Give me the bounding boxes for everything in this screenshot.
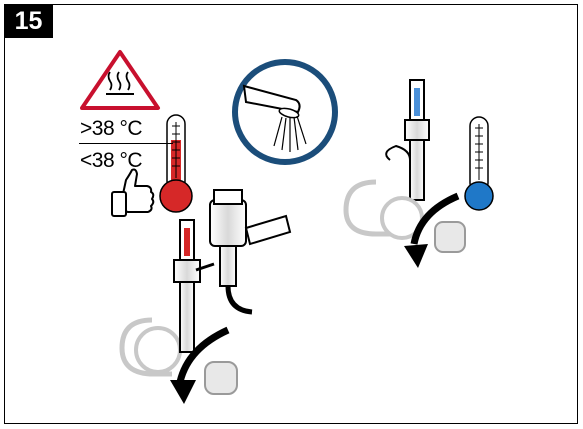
- cold-valve-assembly: [343, 79, 466, 268]
- hot-valve-assembly: [119, 189, 292, 404]
- thumbs-up-icon: [111, 168, 155, 217]
- temperature-above-label: >38 °C: [80, 117, 143, 140]
- shower-spray-icon: [232, 59, 338, 165]
- temperature-divider: [79, 143, 173, 144]
- hot-surface-warning-icon: [80, 50, 160, 110]
- temperature-below-label: <38 °C: [80, 149, 143, 172]
- step-number-badge: 15: [4, 4, 53, 38]
- thermometer-cold-icon: [464, 116, 494, 211]
- thermometer-hot-icon: [159, 114, 193, 213]
